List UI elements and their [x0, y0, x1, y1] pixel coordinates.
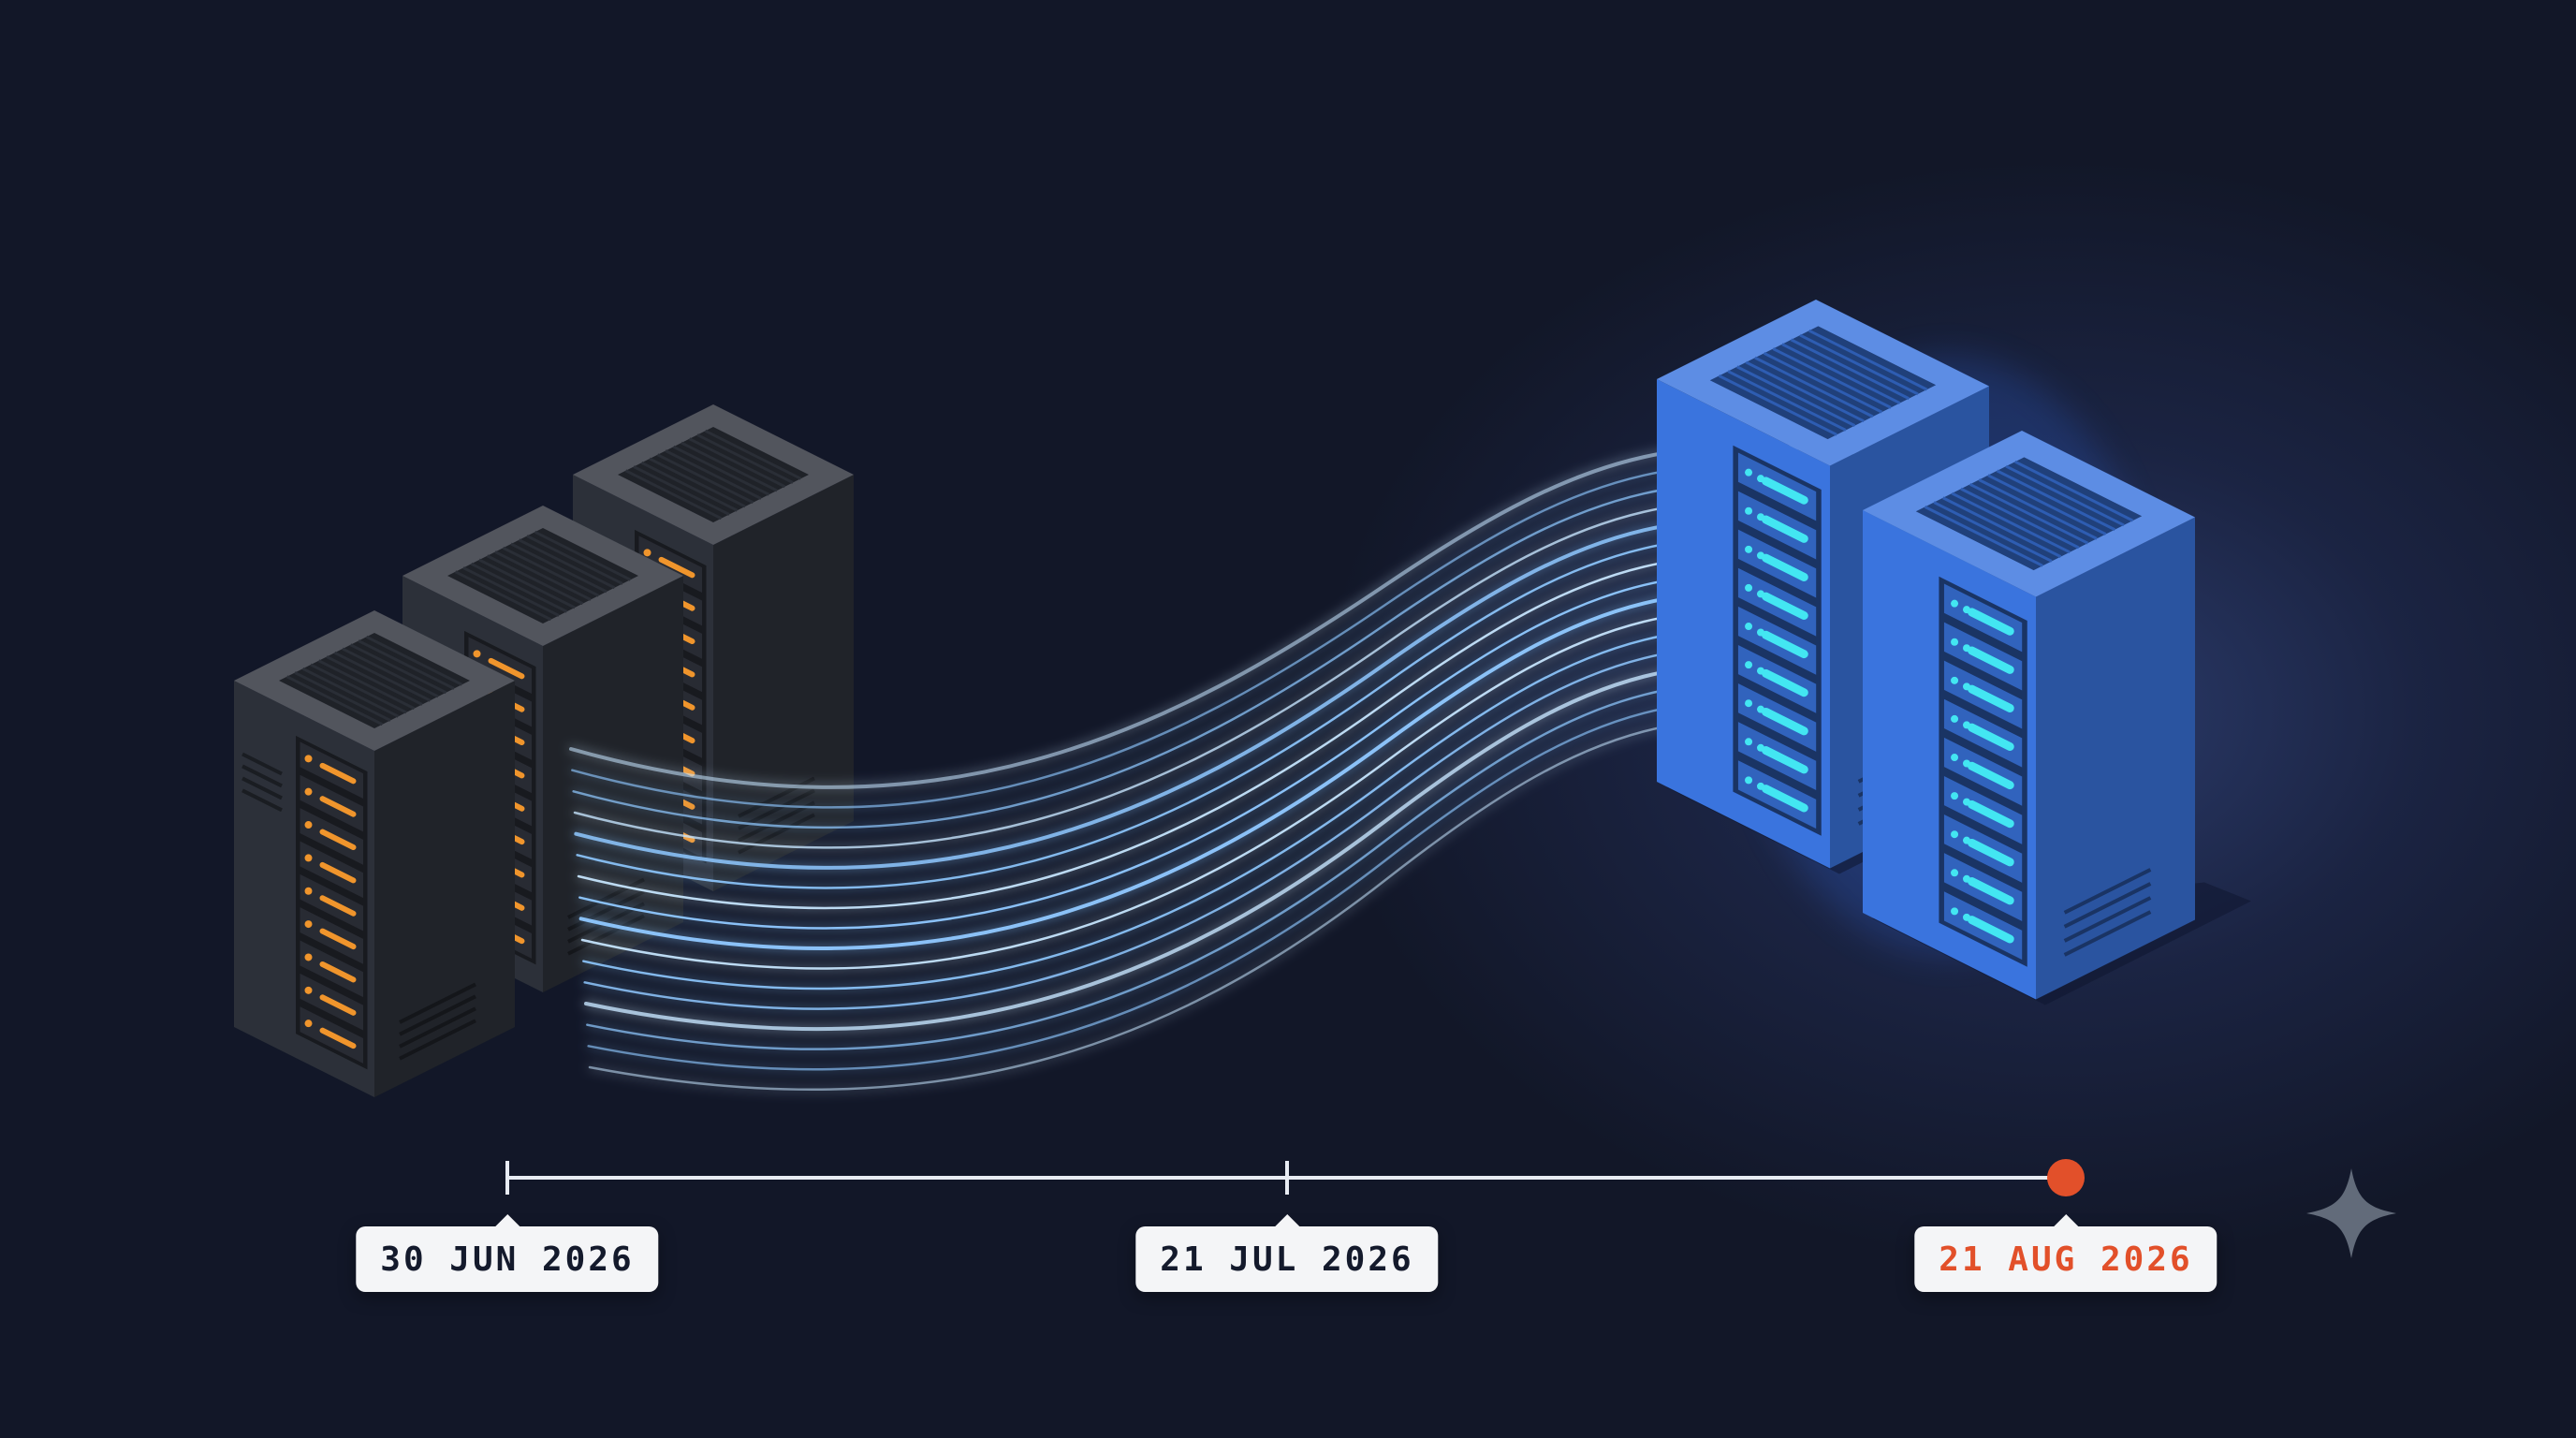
side-vent	[399, 982, 476, 1024]
status-led	[1745, 545, 1753, 553]
side-vent	[738, 800, 815, 843]
date-label-current: 21 AUG 2026	[1914, 1214, 2217, 1292]
status-led	[1745, 776, 1753, 785]
indicator-light	[319, 762, 357, 785]
indicator-light	[319, 796, 357, 817]
indicator-light	[319, 895, 357, 917]
indicator-light	[1762, 553, 1808, 581]
indicator-light	[1968, 723, 2014, 752]
indicator-light	[488, 657, 525, 680]
side-vent	[2063, 910, 2152, 957]
status-led	[1745, 738, 1753, 746]
status-led	[1745, 661, 1753, 669]
side-vent	[399, 1006, 476, 1049]
indicator-light	[1968, 761, 2014, 790]
status-led	[304, 986, 313, 994]
status-led	[1951, 907, 1959, 916]
status-led	[1745, 506, 1753, 515]
indicator-light	[1762, 477, 1808, 505]
side-vent	[567, 914, 645, 956]
status-led	[1951, 714, 1959, 723]
side-vent	[738, 776, 815, 818]
status-led	[304, 787, 313, 796]
side-vent	[2063, 896, 2152, 943]
side-vent	[567, 877, 645, 919]
indicator-light	[1968, 684, 2014, 712]
status-led	[304, 920, 313, 929]
timeline	[505, 1159, 2085, 1196]
date-label-start: 30 JUN 2026	[356, 1214, 659, 1292]
status-led	[1951, 792, 1959, 800]
indicator-light	[319, 994, 357, 1016]
indicator-light	[1762, 707, 1808, 736]
side-vent	[2063, 868, 2152, 915]
status-led	[304, 854, 313, 862]
indicator-light	[1762, 630, 1808, 659]
indicator-light	[319, 861, 357, 884]
status-led	[1745, 583, 1753, 592]
status-led	[304, 1020, 313, 1028]
indicator-light	[319, 961, 357, 983]
side-vent	[567, 889, 645, 932]
new-server-group	[1657, 300, 2251, 1005]
status-led	[1745, 699, 1753, 708]
side-vent	[399, 994, 476, 1036]
status-led	[1951, 676, 1959, 684]
status-led	[1745, 623, 1753, 631]
status-led	[304, 953, 313, 961]
new-server-rack	[1863, 431, 2251, 1005]
status-led	[304, 887, 313, 895]
side-vent	[242, 788, 283, 813]
indicator-light	[1968, 608, 2014, 636]
indicator-light	[1762, 592, 1808, 621]
indicator-light	[1968, 916, 2014, 944]
side-vent	[738, 788, 815, 830]
indicator-light	[1968, 646, 2014, 674]
side-vent	[738, 813, 815, 855]
side-vent	[2063, 882, 2152, 929]
indicator-light	[658, 556, 695, 579]
status-led	[1951, 869, 1959, 877]
server-side-face	[543, 576, 683, 992]
sparkle-icon	[2306, 1168, 2396, 1258]
indicator-light	[1968, 800, 2014, 829]
indicator-light	[319, 1027, 357, 1049]
indicator-light	[1968, 838, 2014, 867]
status-led	[1951, 754, 1959, 762]
indicator-light	[1968, 877, 2014, 905]
date-label-mid: 21 JUL 2026	[1135, 1214, 1439, 1292]
side-vent	[242, 776, 283, 800]
indicator-light	[1762, 785, 1808, 813]
server-side-face	[2036, 517, 2195, 1000]
status-led	[643, 549, 651, 557]
indicator-light	[1762, 746, 1808, 774]
status-led	[304, 755, 313, 763]
status-led	[1951, 599, 1959, 608]
timeline-current-marker	[2047, 1159, 2085, 1196]
side-vent	[242, 752, 283, 776]
status-led	[1951, 638, 1959, 646]
indicator-light	[1762, 668, 1808, 697]
legacy-server-group	[234, 404, 854, 1097]
server-side-face	[374, 681, 515, 1097]
legacy-server-rack	[234, 610, 515, 1097]
indicator-light	[319, 829, 357, 851]
indicator-light	[319, 928, 357, 950]
status-led	[1951, 830, 1959, 839]
side-vent	[242, 764, 283, 788]
side-vent	[399, 1019, 476, 1061]
status-led	[1745, 468, 1753, 477]
status-led	[304, 821, 313, 829]
indicator-light	[1762, 515, 1808, 543]
status-led	[473, 650, 481, 658]
